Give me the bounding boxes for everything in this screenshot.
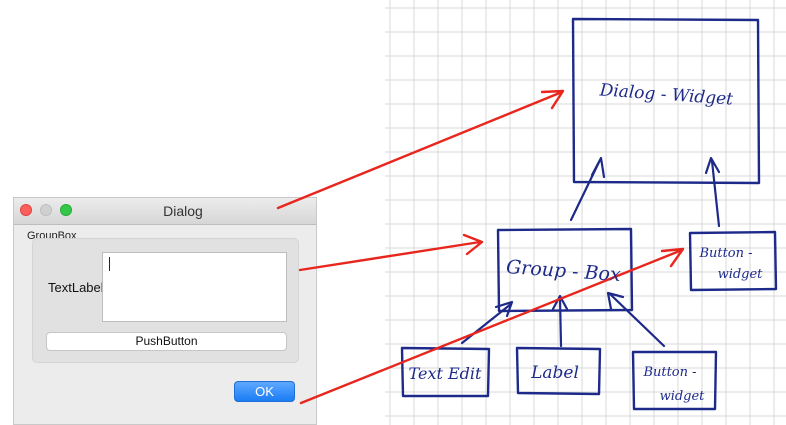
button-widget-bottom-box bbox=[631, 350, 718, 411]
arrow-textedit-to-groupbox bbox=[460, 300, 514, 345]
node-boxes bbox=[400, 17, 778, 411]
zoom-window-icon[interactable] bbox=[60, 204, 72, 216]
arrow-ok-to-button-widget bbox=[299, 247, 685, 405]
arrow-button-to-groupbox bbox=[606, 291, 666, 348]
button-widget-bottom-label-2: widget bbox=[660, 389, 706, 404]
group-box: TextLabel PushButton bbox=[32, 238, 299, 363]
title-bar[interactable]: Dialog bbox=[14, 198, 316, 225]
dialog-widget-box bbox=[571, 17, 761, 185]
annotation-arrows bbox=[276, 89, 685, 405]
button-widget-bottom-label-1: Button - bbox=[642, 365, 696, 380]
window-title: Dialog bbox=[163, 203, 203, 219]
text-edit-field[interactable] bbox=[102, 252, 287, 322]
button-widget-top-label-1: Button - bbox=[698, 246, 752, 261]
arrow-groupbox-to-dialog bbox=[569, 156, 606, 222]
text-edit-box bbox=[400, 346, 491, 398]
push-button[interactable]: PushButton bbox=[46, 332, 287, 351]
text-caret bbox=[109, 257, 110, 271]
grid-paper bbox=[385, 0, 786, 425]
arrow-button-to-dialog bbox=[704, 156, 721, 228]
group-box-node-box bbox=[496, 227, 634, 313]
ok-button[interactable]: OK bbox=[234, 381, 295, 402]
button-widget-top-box bbox=[688, 230, 778, 292]
arrow-groupbox-to-group-box bbox=[298, 233, 484, 272]
arrow-label-to-groupbox bbox=[551, 294, 569, 348]
label-box bbox=[515, 346, 602, 396]
close-window-icon[interactable] bbox=[20, 204, 32, 216]
dialog-window: Dialog GroupBox TextLabel PushButton OK bbox=[13, 197, 317, 425]
group-box-label: Group - Box bbox=[505, 256, 621, 286]
minimize-window-icon[interactable] bbox=[40, 204, 52, 216]
text-edit-label: Text Edit bbox=[409, 364, 482, 383]
button-widget-top-label-2: widget bbox=[718, 267, 764, 282]
label-node-label: Label bbox=[530, 363, 579, 383]
hierarchy-arrows bbox=[460, 156, 721, 348]
arrow-window-to-dialog-widget bbox=[276, 89, 565, 210]
text-label: TextLabel bbox=[48, 280, 104, 295]
dialog-widget-label: Dialog - Widget bbox=[598, 80, 734, 109]
